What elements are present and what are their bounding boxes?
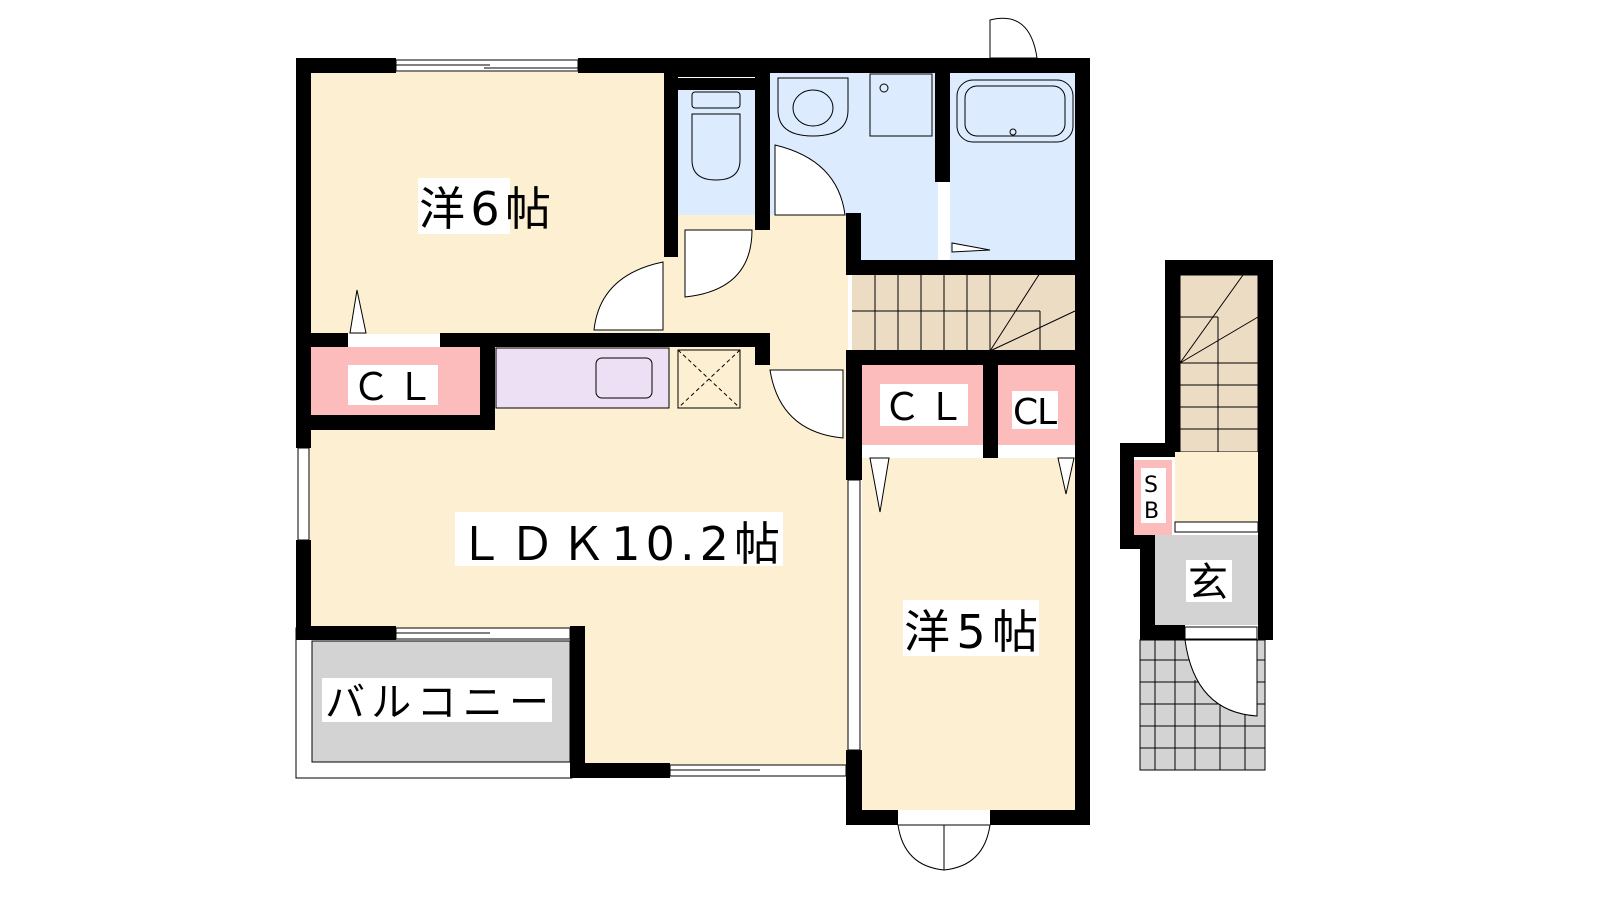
room-label-western-5: 洋5帖 <box>904 605 1038 659</box>
room-label-shoebox-s: S <box>1144 473 1158 498</box>
windows <box>297 59 861 777</box>
stairs-lines <box>852 272 1076 352</box>
door-western-5-left <box>897 824 945 871</box>
washbasin-icon <box>777 77 849 137</box>
room-label-western-6: 洋6帖 <box>419 182 551 236</box>
door-washroom <box>774 144 846 216</box>
entrance-hall <box>1175 452 1258 522</box>
room-label-entrance: 玄 <box>1188 560 1228 606</box>
door-toilet <box>684 229 753 298</box>
stairs <box>852 273 1075 351</box>
room-label-closet-3: CL <box>1013 392 1057 433</box>
room-label-balcony: バルコニー <box>325 680 549 726</box>
toilet-tank-icon <box>691 91 741 109</box>
door-bath-top <box>989 17 1038 59</box>
stairs-2-lines <box>1179 274 1259 452</box>
door-ldk <box>769 369 844 439</box>
door-western-5-right <box>943 824 991 871</box>
door-western-6 <box>593 261 664 331</box>
toilet-bowl-icon <box>691 113 741 181</box>
room-label-shoebox-b: B <box>1144 499 1159 524</box>
ldk-room-lower <box>585 628 848 765</box>
fridge-space-icon <box>677 349 741 409</box>
washing-machine-icon <box>869 73 933 137</box>
room-label-ldk: ＬＤＫ10.2帖 <box>458 517 780 571</box>
sink-icon <box>595 357 653 399</box>
bathtub-icon <box>956 79 1074 143</box>
walls <box>296 58 1273 825</box>
